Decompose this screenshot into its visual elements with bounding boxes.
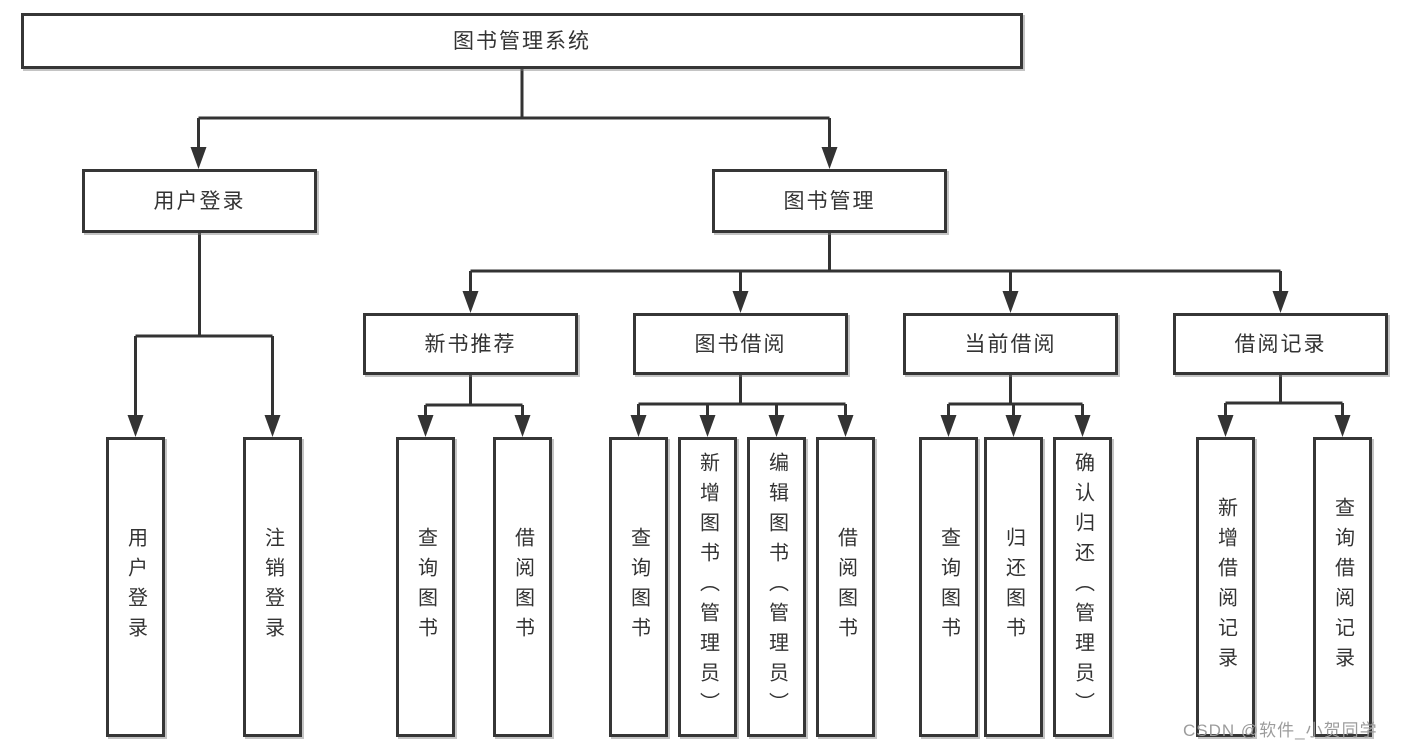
leaf-current-query-books-label: 查询图书: [937, 527, 960, 647]
leaf-logout: 注销登录: [243, 437, 302, 737]
leaf-records-query-record-label: 查询借阅记录: [1331, 497, 1354, 677]
node-user-login-label: 用户登录: [153, 189, 246, 213]
leaf-logout-label: 注销登录: [261, 527, 284, 647]
csdn-watermark: CSDN @软件_小贺同学: [1183, 721, 1378, 740]
leaf-borrowing-add-books-admin-label: 新增图书（管理员）: [696, 452, 719, 722]
leaf-current-confirm-return-admin: 确认归还（管理员）: [1053, 437, 1112, 737]
leaf-borrowing-edit-books-admin: 编辑图书（管理员）: [747, 437, 806, 737]
node-borrowing-records: 借阅记录: [1173, 313, 1388, 375]
leaf-records-add-record: 新增借阅记录: [1196, 437, 1255, 737]
leaf-borrowing-borrow-books-label: 借阅图书: [834, 527, 857, 647]
leaf-current-query-books: 查询图书: [919, 437, 978, 737]
leaf-borrowing-query-books-label: 查询图书: [627, 527, 650, 647]
leaf-borrowing-borrow-books: 借阅图书: [816, 437, 875, 737]
node-root: 图书管理系统: [21, 13, 1023, 69]
node-book-borrowing-label: 图书借阅: [694, 332, 787, 356]
leaf-user-login: 用户登录: [106, 437, 165, 737]
node-current-borrowing-label: 当前借阅: [964, 332, 1057, 356]
node-book-management-label: 图书管理: [783, 189, 876, 213]
node-current-borrowing: 当前借阅: [903, 313, 1118, 375]
leaf-current-confirm-return-admin-label: 确认归还（管理员）: [1071, 452, 1094, 722]
leaf-recommend-borrow-books-label: 借阅图书: [511, 527, 534, 647]
leaf-borrowing-query-books: 查询图书: [609, 437, 668, 737]
node-book-borrowing: 图书借阅: [633, 313, 848, 375]
node-user-login: 用户登录: [82, 169, 317, 233]
leaf-borrowing-edit-books-admin-label: 编辑图书（管理员）: [765, 452, 788, 722]
leaf-current-return-books-label: 归还图书: [1002, 527, 1025, 647]
leaf-borrowing-add-books-admin: 新增图书（管理员）: [678, 437, 737, 737]
leaf-recommend-query-books: 查询图书: [396, 437, 455, 737]
leaf-current-return-books: 归还图书: [984, 437, 1043, 737]
leaf-recommend-borrow-books: 借阅图书: [493, 437, 552, 737]
leaf-recommend-query-books-label: 查询图书: [414, 527, 437, 647]
node-borrowing-records-label: 借阅记录: [1234, 332, 1327, 356]
leaf-user-login-label: 用户登录: [124, 527, 147, 647]
leaf-records-add-record-label: 新增借阅记录: [1214, 497, 1237, 677]
node-new-book-recommend-label: 新书推荐: [424, 332, 517, 356]
node-root-label: 图书管理系统: [453, 29, 591, 53]
node-new-book-recommend: 新书推荐: [363, 313, 578, 375]
leaf-records-query-record: 查询借阅记录: [1313, 437, 1372, 737]
node-book-management: 图书管理: [712, 169, 947, 233]
